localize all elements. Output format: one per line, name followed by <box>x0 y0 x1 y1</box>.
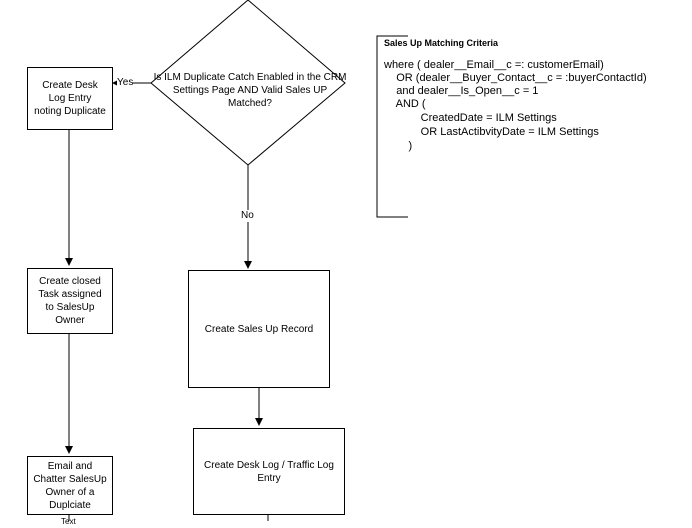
desk-traffic-log-box: Create Desk Log / Traffic Log Entry <box>193 428 345 515</box>
criteria-line-1: where ( dealer__Email__c =: customerEmai… <box>384 59 604 71</box>
yes-label: Yes <box>117 77 134 89</box>
criteria-title: Sales Up Matching Criteria <box>384 38 499 48</box>
bottom-edge-label: Text <box>61 517 76 526</box>
criteria-line-7: ) <box>384 140 413 152</box>
sales-up-record-box: Create Sales Up Record <box>188 270 330 388</box>
criteria-line-3: and dealer__Is_Open__c = 1 <box>384 85 539 97</box>
desk-log-duplicate-box: Create Desk Log Entry noting Duplicate <box>27 67 113 130</box>
decision-text-line1: Is ILM Duplicate Catch Enabled in the CR… <box>153 72 347 83</box>
email-chatter-box: Email and Chatter SalesUp Owner of a Dup… <box>27 456 113 515</box>
criteria-line-5: CreatedDate = ILM Settings <box>384 112 557 124</box>
desk-log-duplicate-label: Create Desk Log Entry noting Duplicate <box>34 80 106 117</box>
criteria-bracket <box>376 35 408 218</box>
decision-text-line2: Settings Page AND Valid Sales UP Matched… <box>172 85 328 109</box>
closed-task-box: Create closed Task assigned to SalesUp O… <box>27 268 113 334</box>
criteria-line-4: AND ( <box>384 98 426 110</box>
closed-task-label: Create closed Task assigned to SalesUp O… <box>38 276 102 326</box>
criteria-line-6: OR LastActibvityDate = ILM Settings <box>384 126 599 138</box>
decision-text: Is ILM Duplicate Catch Enabled in the CR… <box>150 71 350 110</box>
email-chatter-label: Email and Chatter SalesUp Owner of a Dup… <box>33 460 107 511</box>
sales-up-record-label: Create Sales Up Record <box>204 323 314 335</box>
no-label: No <box>241 210 254 222</box>
desk-traffic-log-label: Create Desk Log / Traffic Log Entry <box>204 459 334 484</box>
criteria-line-2: OR (dealer__Buyer_Contact__c = :buyerCon… <box>384 72 647 84</box>
